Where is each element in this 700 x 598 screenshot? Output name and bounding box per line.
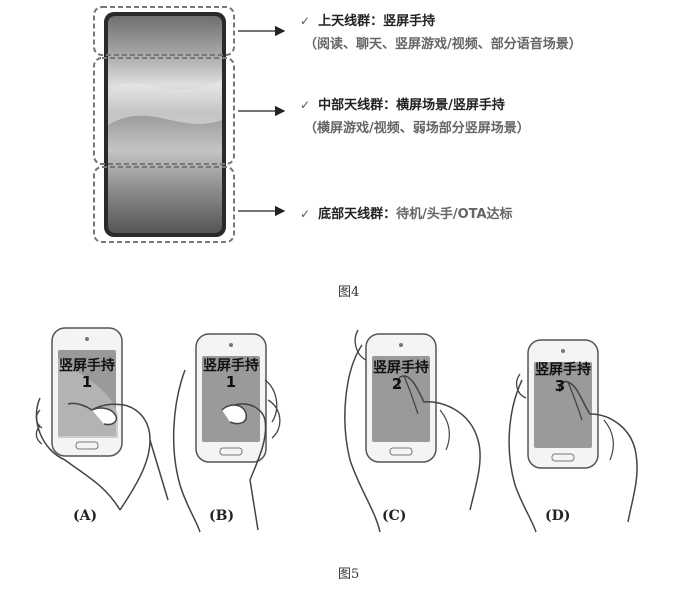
check-icon: ✓ xyxy=(300,207,311,221)
panel-d-hand-phone xyxy=(508,339,638,533)
figure4-caption: 图4 xyxy=(338,285,360,300)
panel-b-label: (B) xyxy=(209,508,235,524)
figure4-diagram xyxy=(93,6,286,243)
panel-d-label: (D) xyxy=(545,508,571,524)
panel-a-label: (A) xyxy=(73,508,98,524)
panel-a-hand-phone xyxy=(35,327,169,511)
bottom-antenna-label: ✓底部天线群：待机/头手/OTA达标 xyxy=(300,207,513,222)
phone-screen xyxy=(108,16,222,233)
check-icon: ✓ xyxy=(300,98,311,112)
panel-d-screen-text: 竖屏手持 xyxy=(535,362,591,378)
top-antenna-zone xyxy=(93,6,235,56)
middle-antenna-zone xyxy=(93,57,235,165)
figure5-diagram xyxy=(35,327,638,533)
top-antenna-label: ✓上天线群：竖屏手持 （阅读、聊天、竖屏游戏/视频、部分语音场景） xyxy=(300,14,582,52)
panel-c-hand-phone xyxy=(344,329,481,533)
panel-c-label: (C) xyxy=(382,508,407,524)
check-icon: ✓ xyxy=(300,14,311,28)
panel-d-number: 3 xyxy=(554,377,566,395)
panel-b-hand-phone xyxy=(172,333,281,533)
panel-b-number: 1 xyxy=(225,373,237,391)
panel-c-number: 2 xyxy=(391,375,403,393)
panel-a-screen-text: 竖屏手持 xyxy=(59,358,115,374)
middle-antenna-label: ✓中部天线群：横屏场景/竖屏手持 （横屏游戏/视频、弱场部分竖屏场景） xyxy=(300,98,530,136)
panel-b-screen-text: 竖屏手持 xyxy=(203,358,259,374)
figure5-caption: 图5 xyxy=(338,567,360,582)
panel-a-number: 1 xyxy=(81,373,93,391)
panel-c-screen-text: 竖屏手持 xyxy=(373,360,429,376)
